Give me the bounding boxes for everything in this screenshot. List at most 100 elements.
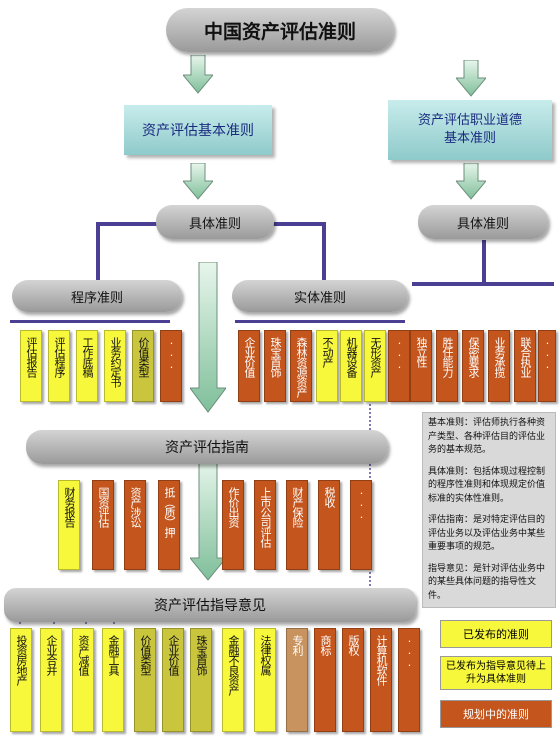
opinion-item: 资产减值	[72, 628, 94, 732]
guide-item-label: 税收	[323, 487, 336, 507]
guidance-opinion-standard: 资产评估指导意见	[4, 588, 416, 622]
arrow-basic-to-specific	[183, 163, 213, 200]
ethics-standard-label-1: 资产评估职业道德	[417, 113, 522, 128]
opinion-item-label: 金融不良资产	[227, 635, 240, 695]
opinion-item: ···	[398, 628, 420, 732]
legend-planned-label: 规划中的准则	[463, 708, 529, 721]
procedure-item-label: 评估程序	[53, 337, 66, 377]
arrow-ethics-to-specific	[456, 163, 486, 200]
ethics-item-label: 联合执业	[519, 337, 532, 377]
entity-item-label: 机器设备	[345, 337, 358, 377]
ethics-item-label: 胜任能力	[441, 337, 454, 377]
guide-item: ···	[350, 480, 372, 570]
procedure-item: 评估报告	[20, 330, 42, 402]
opinion-item-label: 金融工具	[107, 635, 120, 675]
ethics-item-label: ···	[541, 337, 554, 373]
legend-to-upgrade: 已发布为指导意见待上升为具体准则	[440, 656, 552, 690]
arrow-guide-to-opinion	[190, 458, 226, 581]
guide-item: 财务报告	[58, 480, 80, 570]
guide-item-label: 资产涉讼	[129, 487, 142, 527]
guide-item: 抵（质）押	[158, 480, 180, 570]
opinion-item: 计算机软件	[370, 628, 392, 732]
basic-standard-label: 资产评估基本准则	[142, 123, 254, 139]
guide-item: 作价出资	[222, 480, 244, 570]
ethics-item: 胜任能力	[436, 330, 458, 402]
opinion-item: 珠宝首饰	[190, 628, 212, 732]
opinion-item: 投资房地产	[10, 628, 32, 732]
note-guide: 评估指南：是对特定评估目的评估业务以及评估业务中某些重要事项的规范。	[428, 515, 546, 552]
guide-item: 国资评估	[92, 480, 114, 570]
guide-item: 上市公司评估	[254, 480, 276, 570]
legend-published: 已发布的准则	[440, 620, 552, 648]
specific-left-label: 具体准则	[188, 216, 241, 232]
entity-item-label: 森林资源资产	[295, 337, 308, 397]
opinion-item: 专利	[286, 628, 308, 732]
procedure-item: 工作底稿	[76, 330, 98, 402]
opinion-item: 金融工具	[102, 628, 124, 732]
opinion-item: 版权	[342, 628, 364, 732]
opinion-item-label: 企业价值	[167, 635, 180, 675]
entity-item-label: 不动产	[321, 337, 334, 367]
procedure-item: ···	[160, 330, 182, 402]
opinion-item-label: ···	[403, 635, 416, 671]
guide-item-label: 财产保险	[291, 487, 304, 527]
specific-standard-left: 具体准则	[156, 205, 274, 239]
procedure-item-label: 评估报告	[25, 337, 38, 377]
note-basic: 基本准则：评估师执行各种资产类型、各种评估目的评估业务的基本规范。	[428, 418, 546, 455]
guide-item: 税收	[318, 480, 340, 570]
opinion-item: 价值类型	[134, 628, 156, 732]
ethics-item: ···	[538, 330, 556, 402]
opinion-item: 企业合并	[40, 628, 62, 732]
entity-item-label: 珠宝首饰	[269, 337, 282, 377]
ethics-item-label: 保密要求	[467, 337, 480, 377]
guide-standard: 资产评估指南	[26, 430, 388, 464]
entity-item: 无形资产	[364, 330, 386, 402]
entity-item: 机器设备	[340, 330, 362, 402]
procedure-item-label: 价值类型	[137, 337, 150, 377]
ethics-item-label: 独立性	[415, 337, 428, 367]
guide-item-label: 作价出资	[227, 487, 240, 527]
opinion-item: 金融不良资产	[222, 628, 244, 732]
notes-panel: 基本准则：评估师执行各种资产类型、各种评估目的评估业务的基本规范。 具体准则：包…	[422, 412, 556, 608]
ethics-standard-box: 资产评估职业道德 基本准则	[388, 100, 552, 160]
guidance-opinion-label: 资产评估指导意见	[154, 598, 266, 614]
legend-to-upgrade-label: 已发布为指导意见待上升为具体准则	[446, 661, 546, 685]
note-specific: 具体准则：包括体现过程控制的程序性准则和体现规定价值标准的实体性准则。	[428, 466, 546, 504]
connector-entity-bar	[235, 320, 405, 323]
connector-ethics-down	[482, 240, 486, 282]
procedure-item-label: 工作底稿	[81, 337, 94, 377]
entity-item-label: 无形资产	[369, 337, 382, 377]
opinion-item-label: 专利	[291, 635, 304, 655]
opinion-item-label: 资产减值	[77, 635, 90, 675]
page-title: 中国资产评估准则	[166, 8, 394, 52]
basic-standard-box: 资产评估基本准则	[124, 105, 272, 155]
specific-right-label: 具体准则	[456, 216, 509, 232]
ethics-item: 业务承揽	[488, 330, 510, 402]
entity-item: 企业价值	[238, 330, 260, 402]
connector-to-procedure	[96, 222, 100, 282]
entity-standard: 实体准则	[232, 280, 408, 312]
guide-item-label: 财务报告	[63, 487, 76, 527]
note-opinion: 指导意见：是针对评估业务中的某些具体问题的指导性文件。	[428, 563, 546, 601]
opinion-item-label: 商标	[319, 635, 332, 655]
procedure-standard: 程序准则	[12, 280, 182, 312]
guide-label: 资产评估指南	[165, 440, 249, 456]
guide-item-label: 上市公司评估	[259, 487, 272, 547]
guide-item-label: ···	[355, 487, 368, 523]
procedure-label: 程序准则	[70, 290, 123, 306]
procedure-item-label: ···	[165, 337, 178, 373]
opinion-item: 法律权属	[254, 628, 276, 732]
procedure-item: 价值类型	[132, 330, 154, 402]
connector-ethics-bar	[412, 282, 554, 286]
opinion-item-label: 价值类型	[139, 635, 152, 675]
procedure-item: 评估程序	[48, 330, 70, 402]
ethics-item: 独立性	[410, 330, 432, 402]
entity-item-label: ···	[393, 337, 406, 373]
opinion-item: 商标	[314, 628, 336, 732]
opinion-item-label: 投资房地产	[15, 635, 28, 685]
connector-to-entity	[322, 222, 326, 282]
connector-procedure-bar	[10, 320, 170, 323]
arrow-title-to-ethics	[456, 60, 486, 97]
entity-label: 实体准则	[293, 290, 346, 306]
ethics-item-label: 业务承揽	[493, 337, 506, 377]
